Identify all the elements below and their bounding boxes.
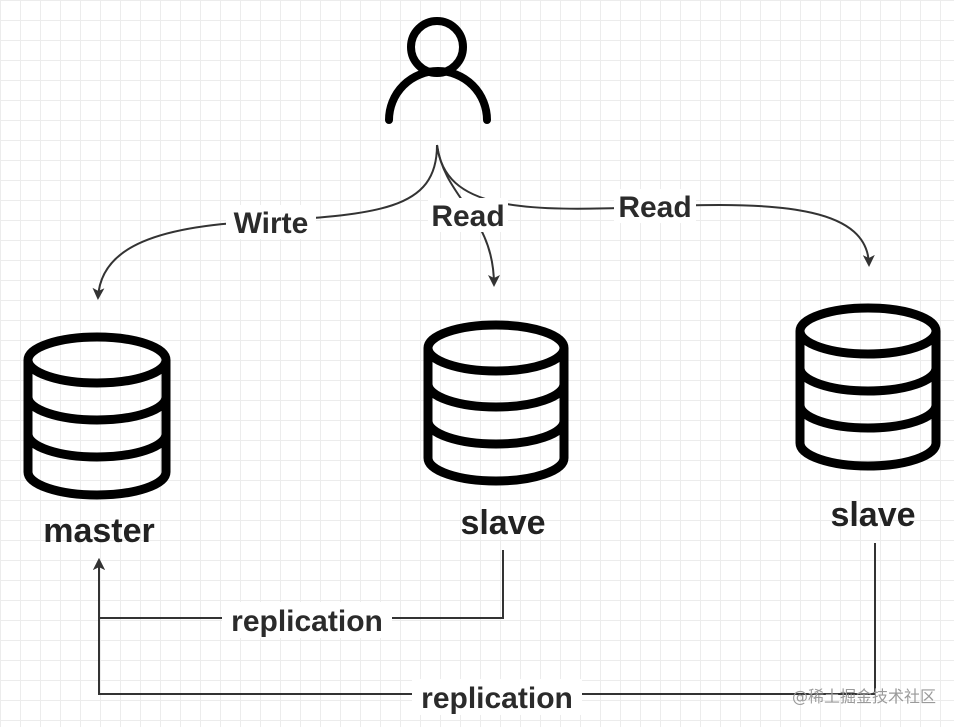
slave-1-label: slave xyxy=(460,504,545,542)
slave-2-database-icon xyxy=(795,303,941,471)
master-database-icon xyxy=(23,332,171,500)
read-label-2: Read xyxy=(618,191,691,224)
read-label-1: Read xyxy=(431,200,504,233)
replication-label-1: replication xyxy=(231,605,383,638)
slave-2-label: slave xyxy=(830,496,915,534)
master-label: master xyxy=(43,512,155,550)
write-label: Wirte xyxy=(234,207,309,240)
replication-label-2: replication xyxy=(421,682,573,715)
slave-1-database-icon xyxy=(423,320,569,486)
user-icon xyxy=(385,17,491,124)
watermark: @稀土掘金技术社区 xyxy=(792,687,936,706)
